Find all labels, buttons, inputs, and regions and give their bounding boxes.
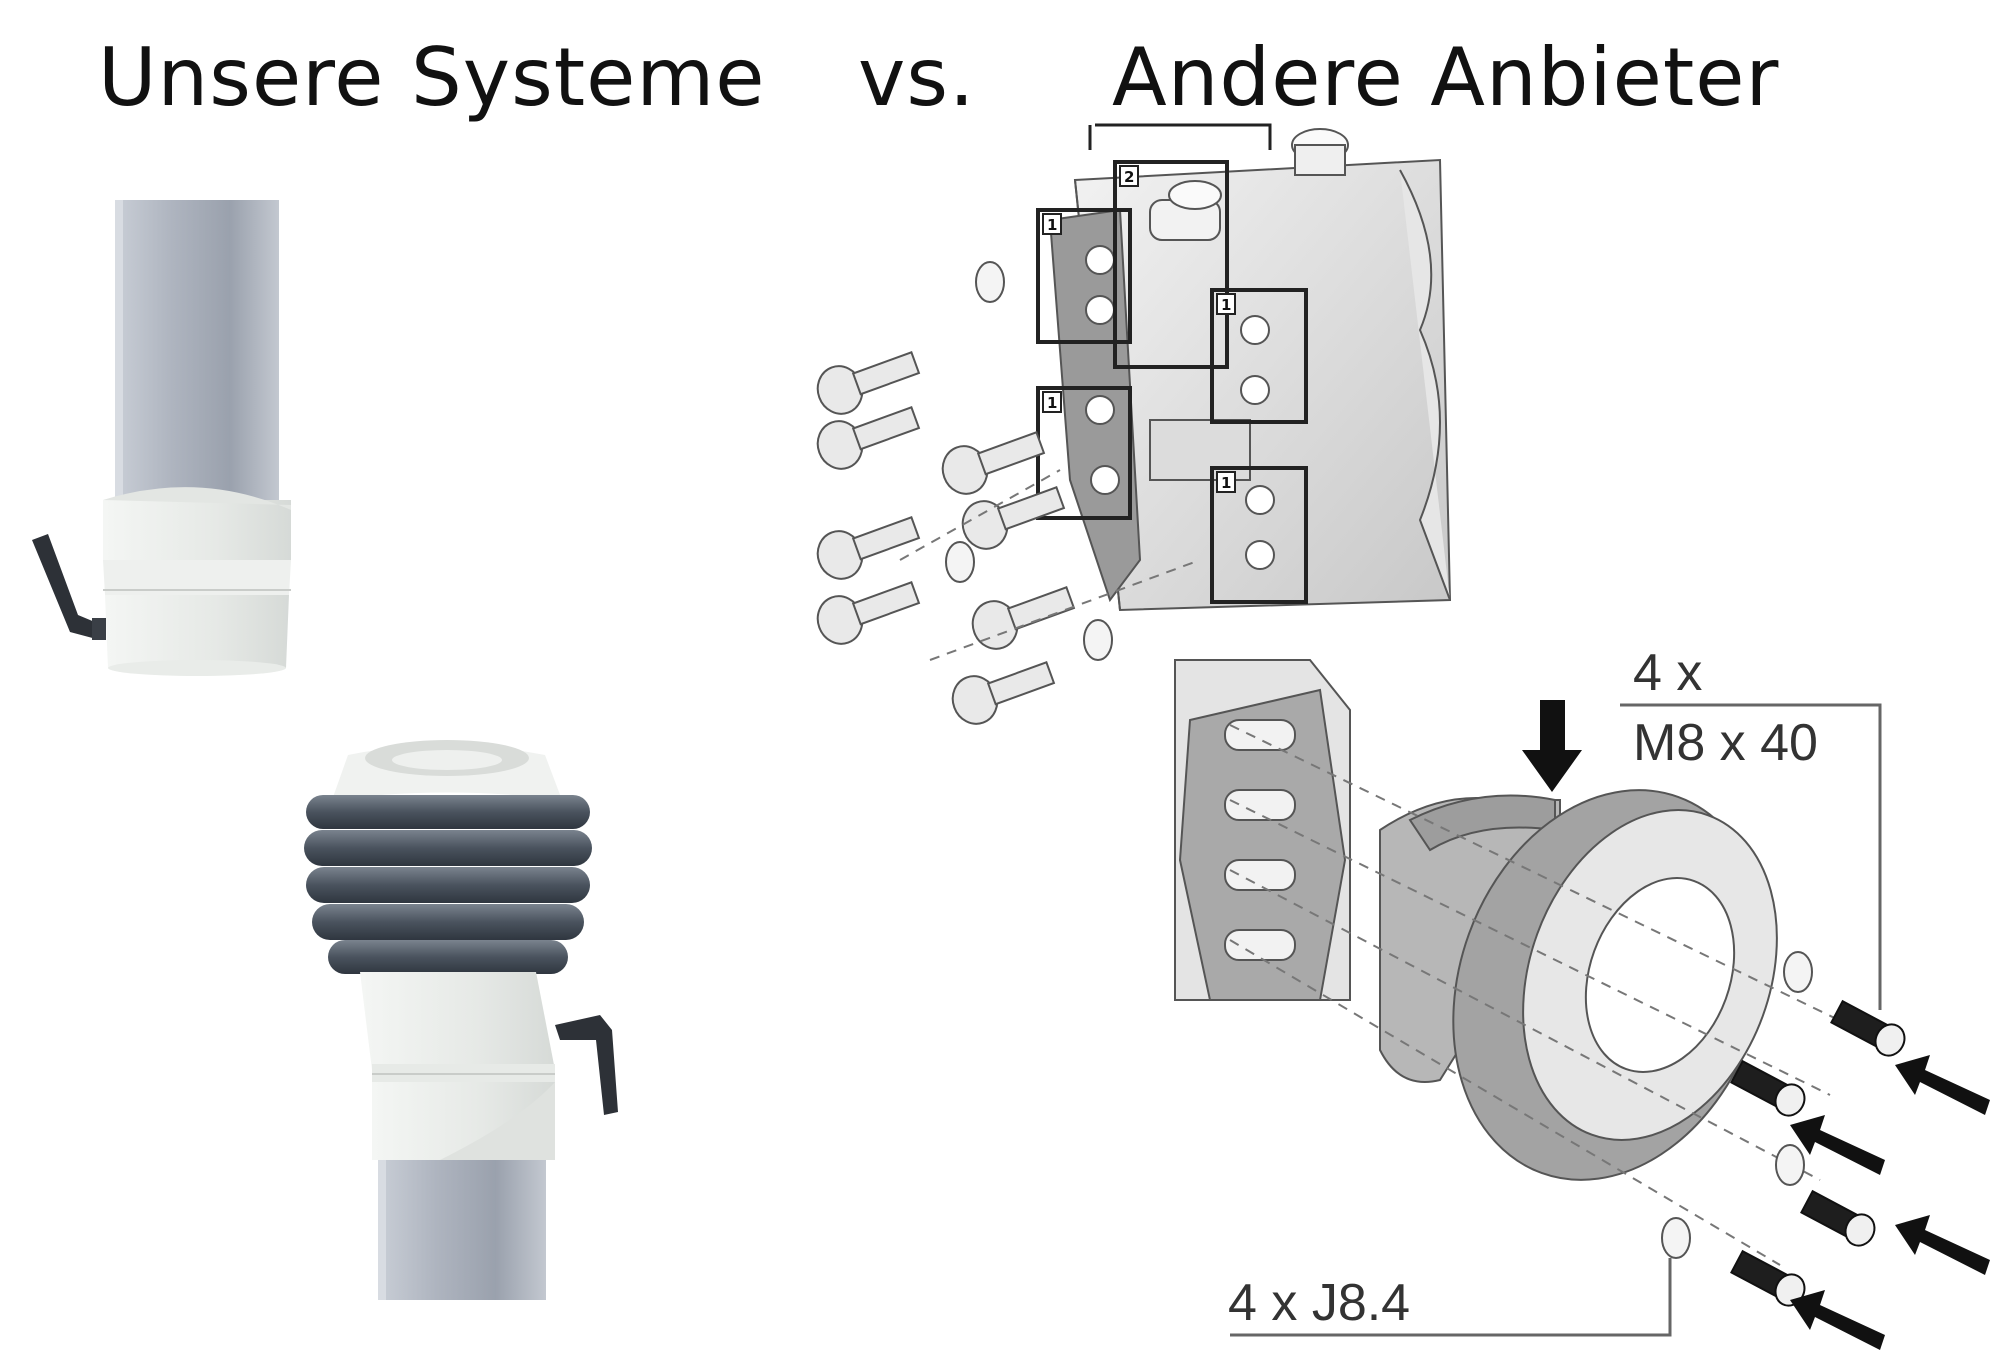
- competitor-assembly-top: [1048, 123, 1452, 612]
- marker-label: 1: [1047, 394, 1057, 412]
- our-system-column-bellows: [304, 740, 592, 1300]
- callout-screws: 4 x M8 x 40: [1620, 644, 1882, 1010]
- callout-washers: 4 x J8.4: [1228, 1258, 1672, 1337]
- heading-other-suppliers: Andere Anbieter: [1112, 31, 1780, 124]
- detail-marker-numbers: 1 2 1 1 1: [1042, 165, 1236, 493]
- heading-versus: vs.: [858, 31, 976, 124]
- our-system-column-top: [103, 200, 291, 676]
- marker-label: 1: [1047, 216, 1057, 234]
- insert-arrow-icons: [1522, 700, 1990, 1350]
- bolt-set-top: [816, 261, 1113, 725]
- clamp-lever-icon: [555, 1015, 618, 1115]
- marker-label: 2: [1124, 168, 1134, 186]
- marker-label: 1: [1221, 296, 1231, 314]
- callout-washers-label: 4 x J8.4: [1228, 1274, 1410, 1332]
- callout-screws-count: 4 x: [1633, 644, 1702, 702]
- callout-screws-size: M8 x 40: [1633, 714, 1818, 772]
- heading-our-systems: Unsere Systeme: [98, 31, 766, 124]
- dashed-assembly-guides: [899, 469, 1881, 1266]
- clamp-lever-icon: [32, 534, 106, 640]
- marker-label: 1: [1221, 474, 1231, 492]
- bolt-set-bottom: [1661, 951, 1906, 1307]
